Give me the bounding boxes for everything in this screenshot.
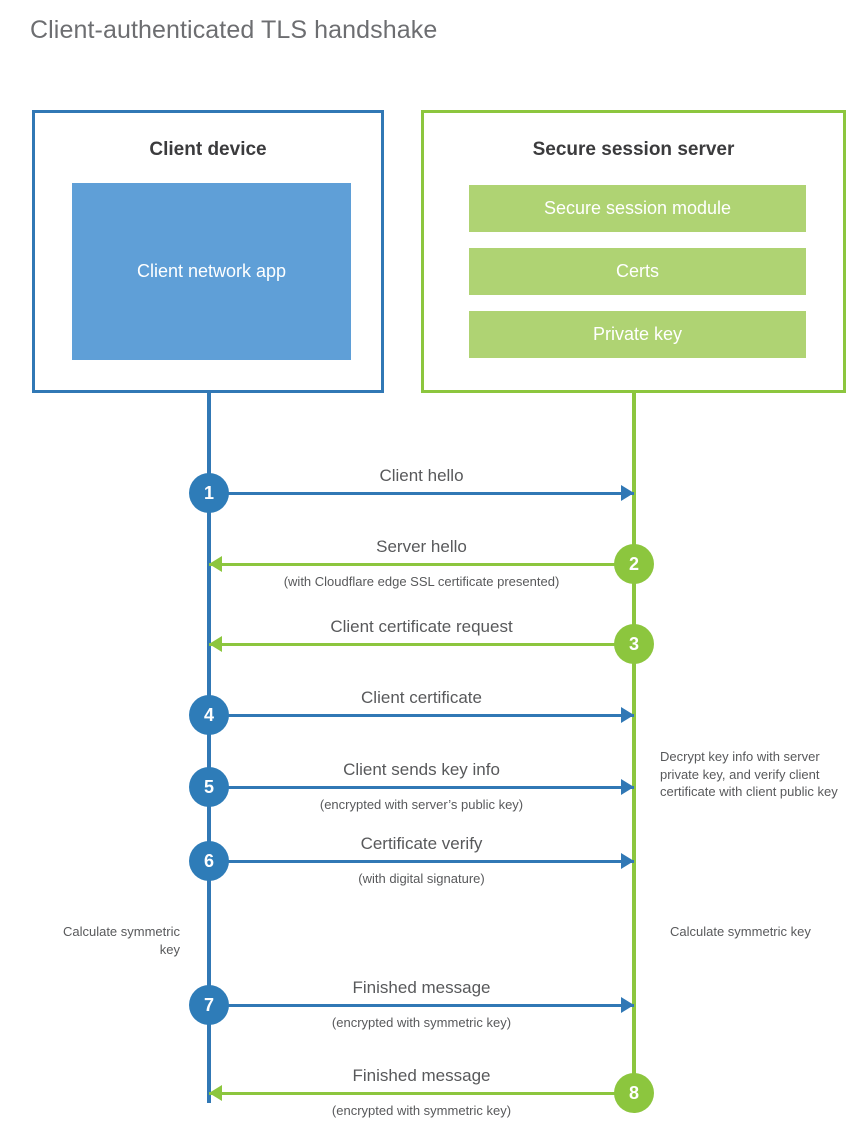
- step-2-arrowhead: [209, 556, 222, 572]
- page-title: Client-authenticated TLS handshake: [30, 16, 438, 44]
- step-5-arrowhead: [621, 779, 634, 795]
- step-6-sublabel: (with digital signature): [358, 871, 485, 886]
- step-5-arrow: [209, 786, 634, 789]
- step-3-arrow: [209, 643, 634, 646]
- step-circle-5[interactable]: 5: [189, 767, 229, 807]
- secure-session-server-title: Secure session server: [532, 139, 735, 160]
- step-7-sublabel: (encrypted with symmetric key): [331, 1015, 512, 1030]
- step-2-arrow: [209, 563, 634, 566]
- step-1-arrowhead: [621, 485, 634, 501]
- step-1-arrow: [209, 492, 634, 495]
- step-4-label: Client certificate: [361, 688, 482, 707]
- step-1-label: Client hello: [379, 466, 464, 485]
- step-8-label: Finished message: [352, 1066, 491, 1085]
- step-circle-3[interactable]: 3: [614, 624, 654, 664]
- step-8-arrow: [209, 1092, 634, 1095]
- step-circle-6[interactable]: 6: [189, 841, 229, 881]
- step-6-arrowhead: [621, 853, 634, 869]
- step-2-label: Server hello: [376, 537, 467, 556]
- client-network-app-block: Client network app: [72, 183, 351, 360]
- step-7-arrow: [209, 1004, 634, 1007]
- step-5-label: Client sends key info: [343, 760, 500, 779]
- step-circle-1[interactable]: 1: [189, 473, 229, 513]
- step-3-arrowhead: [209, 636, 222, 652]
- step-2-sublabel: (with Cloudflare edge SSL certificate pr…: [283, 574, 560, 589]
- step-3-label: Client certificate request: [330, 617, 513, 636]
- note-client-calculate-key: Calculate symmetric key: [62, 924, 180, 957]
- secure-session-module-block: Secure session module: [469, 185, 806, 232]
- step-circle-7[interactable]: 7: [189, 985, 229, 1025]
- step-circle-4[interactable]: 4: [189, 695, 229, 735]
- client-device-box: Client device Client network app: [32, 110, 384, 393]
- step-8-arrowhead: [209, 1085, 222, 1101]
- step-circle-2[interactable]: 2: [614, 544, 654, 584]
- step-6-label: Certificate verify: [360, 834, 483, 853]
- step-4-arrow: [209, 714, 634, 717]
- step-7-arrowhead: [621, 997, 634, 1013]
- client-device-title: Client device: [149, 139, 267, 160]
- secure-session-server-box: Secure session server Secure session mod…: [421, 110, 846, 393]
- note-server-calculate-key: Calculate symmetric key: [670, 924, 811, 939]
- step-4-arrowhead: [621, 707, 634, 723]
- step-5-sublabel: (encrypted with server’s public key): [319, 797, 524, 812]
- note-decrypt-key-info: Decrypt key info with server private key…: [660, 749, 838, 800]
- certs-block: Certs: [469, 248, 806, 295]
- client-lifeline: [207, 393, 211, 1103]
- step-7-label: Finished message: [352, 978, 491, 997]
- step-6-arrow: [209, 860, 634, 863]
- step-8-sublabel: (encrypted with symmetric key): [331, 1103, 512, 1118]
- step-circle-8[interactable]: 8: [614, 1073, 654, 1113]
- private-key-block: Private key: [469, 311, 806, 358]
- server-lifeline: [632, 393, 636, 1093]
